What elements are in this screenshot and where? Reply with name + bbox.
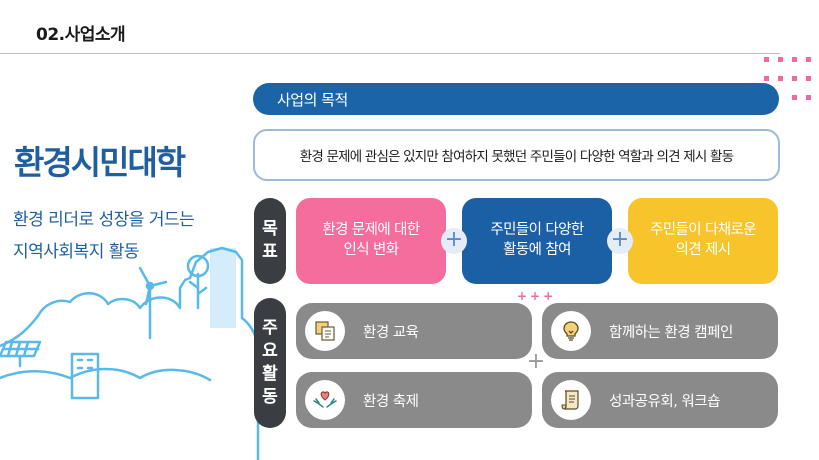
plus-icon: + <box>524 351 548 375</box>
program-subtitle-line2: 지역사회복지 활동 <box>13 242 140 262</box>
activity-card-festival: 환경 축제 <box>296 372 532 428</box>
decorative-dots <box>764 57 814 105</box>
activity-card-campaign: 함께하는 환경 캠페인 <box>542 303 778 359</box>
program-subtitle-line1: 환경 리더로 성장을 거드는 <box>13 210 195 230</box>
decorative-plus-marks: +++ <box>517 289 557 303</box>
activity-label: 환경 교육 <box>363 324 419 341</box>
heart-hands-icon <box>305 380 345 420</box>
activity-label: 함께하는 환경 캠페인 <box>609 324 733 341</box>
goal-line: 환경 문제에 대한 <box>322 222 420 239</box>
purpose-title: 사업의 목적 <box>277 91 348 109</box>
goals-tab: 목 표 <box>254 198 286 284</box>
notes-icon <box>305 311 345 351</box>
activity-label: 환경 축제 <box>363 393 419 410</box>
eco-city-illustration <box>0 246 260 460</box>
goal-line: 주민들이 다채로운 <box>650 222 757 239</box>
goal-line: 의견 제시 <box>675 242 732 258</box>
activity-card-workshop: 성과공유회, 워크숍 <box>542 372 778 428</box>
activities-tab-char: 동 <box>262 386 278 407</box>
plus-icon: + <box>607 228 633 254</box>
program-title: 환경시민대학 <box>14 143 186 182</box>
scroll-icon <box>551 380 591 420</box>
activities-tab: 주 요 활 동 <box>254 298 286 428</box>
lightbulb-icon <box>551 311 591 351</box>
activities-tab-char: 활 <box>262 364 278 384</box>
goal-line: 활동에 참여 <box>503 242 571 258</box>
goal-line: 인식 변화 <box>343 242 400 258</box>
goal-line: 주민들이 다양한 <box>490 222 584 239</box>
activities-tab-char: 주 <box>262 318 278 339</box>
section-title: 02.사업소개 <box>36 25 126 45</box>
purpose-text: 환경 문제에 관심은 있지만 참여하지 못했던 주민들이 다양한 역할과 의견 … <box>299 149 734 165</box>
activity-card-education: 환경 교육 <box>296 303 532 359</box>
header-divider <box>0 53 780 54</box>
purpose-header-bar: 사업의 목적 <box>253 83 779 115</box>
goals-tab-char: 목 <box>262 219 278 240</box>
goals-tab-char: 표 <box>262 242 278 262</box>
purpose-box: 환경 문제에 관심은 있지만 참여하지 못했던 주민들이 다양한 역할과 의견 … <box>253 129 780 181</box>
activities-tab-char: 요 <box>262 341 278 362</box>
activity-label: 성과공유회, 워크숍 <box>609 393 720 410</box>
plus-icon: + <box>441 228 467 254</box>
